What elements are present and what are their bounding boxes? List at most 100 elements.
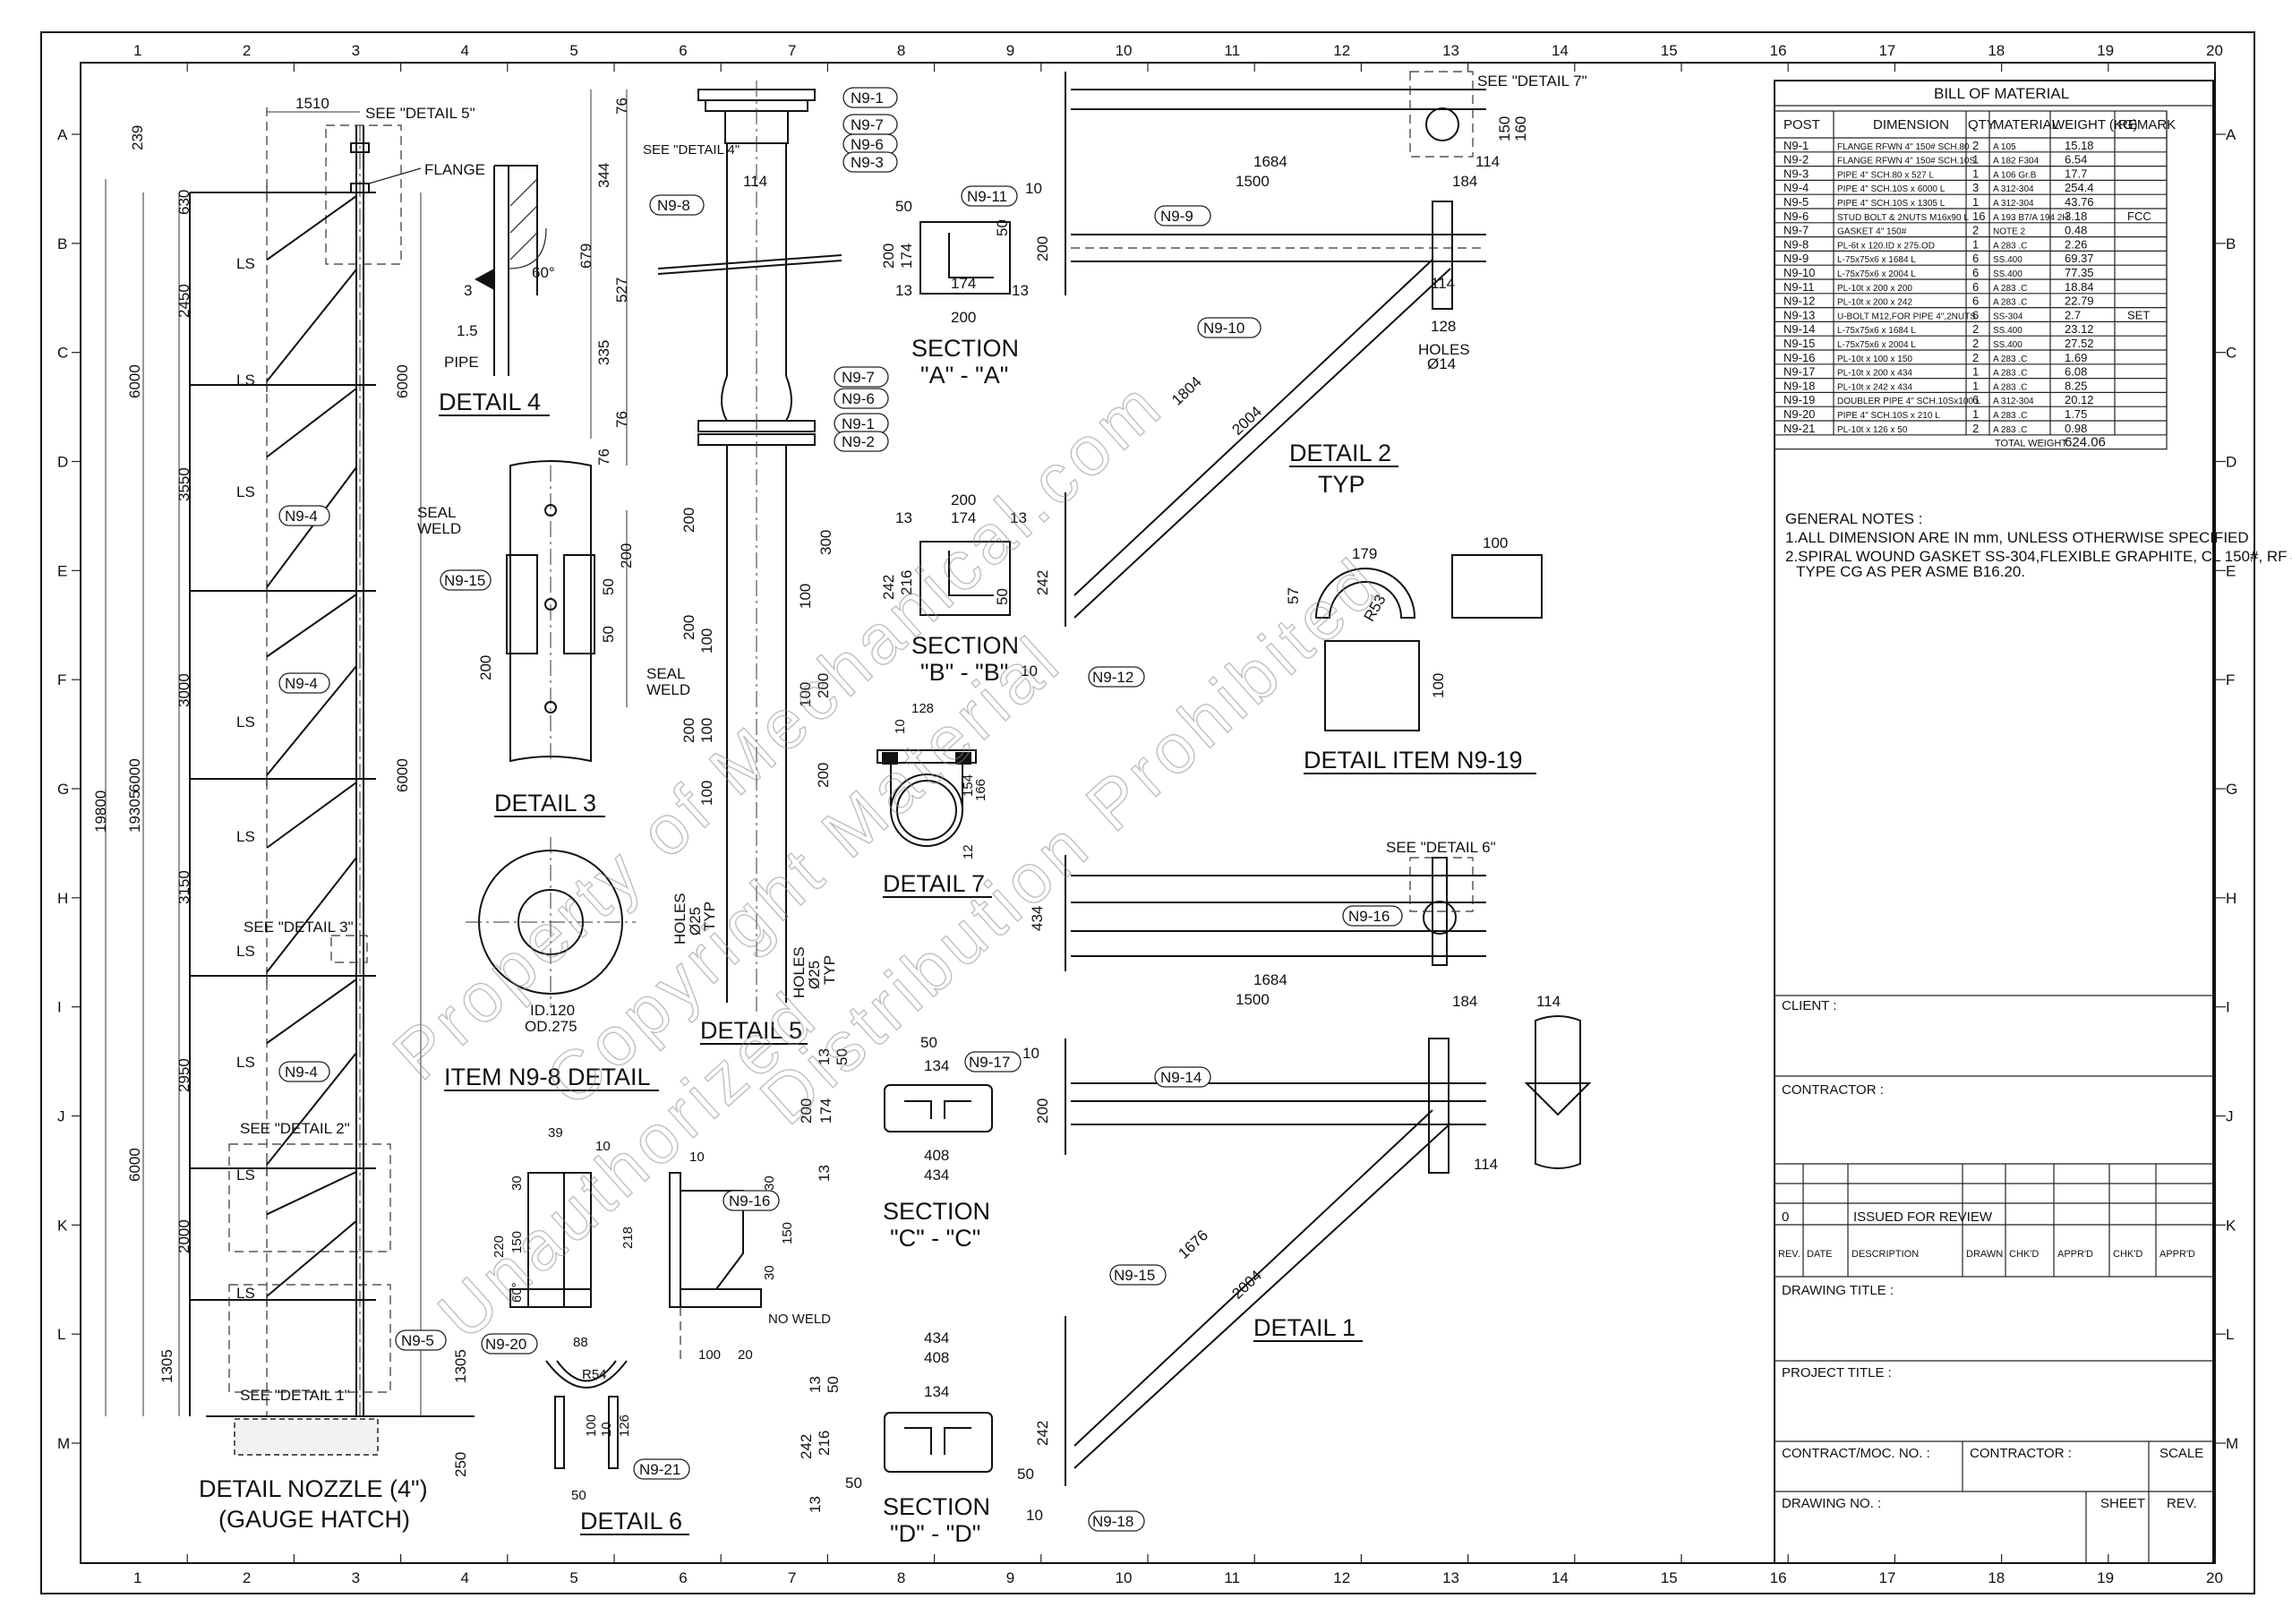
seal-weld-label-a2: WELD	[417, 520, 461, 537]
tag-n9-20: N9-20	[485, 1336, 526, 1353]
dim-200-aa: 200	[951, 309, 976, 326]
col-number-bottom: 2	[243, 1569, 251, 1586]
row-letter-right: C	[2226, 345, 2236, 362]
bom-cell: PL-6t x 120.ID x 275.OD	[1837, 241, 1935, 251]
dim-174-aa: 174	[951, 275, 976, 292]
title-section-bb: SECTION	[911, 632, 1019, 659]
dim-6000-a: 6000	[126, 364, 143, 398]
title-section-dd-2: "D" - "D"	[890, 1520, 980, 1547]
bom-cell: PIPE 4" SCH.10S x 6000 L	[1837, 184, 1946, 194]
angle-60: 60°	[532, 264, 555, 281]
scale-label: SCALE	[2159, 1446, 2203, 1461]
col-number-top: 20	[2206, 42, 2223, 59]
tag-n9-4-c: N9-4	[285, 1064, 318, 1081]
bom-cell: N9-18	[1783, 379, 1815, 392]
id-120-label: ID.120	[530, 1002, 575, 1019]
dim-114-side: 114	[1536, 993, 1561, 1010]
col-number-top: 5	[569, 42, 577, 59]
bom-cell: 3	[1972, 181, 1979, 194]
bom-cell: 1	[1972, 365, 1979, 379]
dim-2000: 2000	[175, 1219, 192, 1253]
col-number-top: 4	[461, 42, 469, 59]
tag-n9-15-d1: N9-15	[1114, 1267, 1155, 1284]
dim-6000-c: 6000	[126, 1148, 143, 1182]
bom-cell: N9-20	[1783, 407, 1815, 421]
dim-114-bot: 114	[1474, 1156, 1498, 1173]
title-detail-6: DETAIL 6	[580, 1508, 682, 1534]
general-notes: GENERAL NOTES : 1.ALL DIMENSION ARE IN m…	[1785, 510, 2292, 580]
col-number-top: 17	[1878, 42, 1895, 59]
bom-cell: 16	[1972, 209, 1985, 223]
bom-cell: 2	[1972, 224, 1979, 237]
dim-50-bb: 50	[994, 588, 1011, 605]
dim-200-bot-v: 200	[1034, 1098, 1051, 1124]
col-number-bottom: 16	[1770, 1569, 1787, 1586]
dim-30-d6b: 30	[762, 1175, 777, 1191]
tag-n9-1-top: N9-1	[851, 90, 884, 107]
bom-cell: SS.400	[1993, 255, 2023, 265]
dim-50-d6: 50	[571, 1488, 586, 1503]
bom-cell: N9-6	[1783, 209, 1809, 223]
bom-cell: N9-7	[1783, 224, 1809, 237]
see-detail-4-label: SEE "DETAIL 4"	[643, 142, 740, 158]
dim-2450: 2450	[175, 284, 192, 318]
bom-cell: 15.18	[2065, 139, 2094, 152]
tag-n9-10: N9-10	[1203, 320, 1244, 337]
bom-cell: PIPE 4" SCH.80 x 527 L	[1837, 170, 1934, 180]
row-letter-right: B	[2226, 235, 2236, 252]
note-2b: TYPE CG AS PER ASME B16.20.	[1796, 563, 2025, 580]
col-number-bottom: 14	[1552, 1569, 1569, 1586]
detail-4: 60° 3 1.5 PIPE DETAIL 4	[439, 165, 555, 416]
item-n9-8-detail: ID.120 OD.275 ITEM N9-8 DETAIL	[444, 837, 659, 1091]
row-letter-right: L	[2226, 1326, 2234, 1343]
foundation-block	[234, 1418, 379, 1456]
row-letter-right: I	[2226, 999, 2230, 1016]
col-number-bottom: 15	[1661, 1569, 1678, 1586]
bom-cell: 6	[1972, 295, 1979, 308]
bom-cell: L-75x75x6 x 1684 L	[1837, 326, 1916, 336]
section-a-a: N9-11 50 174 13 13 200 200 174 50 SECTIO…	[880, 185, 1029, 389]
row-letter-left: C	[57, 345, 68, 362]
bom-cell: GASKET 4" 150#	[1837, 227, 1907, 237]
bom-header: QTY	[1968, 117, 1996, 132]
bom-header: POST	[1783, 117, 1820, 132]
dim-6-d7: 6	[885, 758, 901, 765]
bom-cell: PL-10t x 200 x 200	[1837, 284, 1912, 294]
bom-cell: N9-8	[1783, 237, 1809, 251]
bom-cell: N9-1	[1783, 139, 1809, 152]
bom-cell: 6	[1972, 252, 1979, 265]
col-number-top: 6	[679, 42, 687, 59]
bom-title: BILL OF MATERIAL	[1934, 85, 2069, 102]
dim-20-d6: 20	[738, 1347, 753, 1363]
dim-166-d7: 166	[973, 779, 988, 801]
holes-label-b: HOLES	[791, 946, 808, 998]
bom-cell: A 283 .C	[1993, 425, 2027, 435]
notes-title: GENERAL NOTES :	[1785, 510, 1922, 527]
bom-cell: N9-12	[1783, 295, 1815, 308]
dim-242-bb: 242	[880, 575, 897, 600]
col-number-top: 3	[352, 42, 360, 59]
dim-527: 527	[613, 278, 630, 303]
dim-184-bot: 184	[1452, 993, 1477, 1010]
col-number-top: 9	[1006, 42, 1014, 59]
dim-200-d5b: 200	[680, 615, 697, 640]
dim-1-5: 1.5	[457, 322, 478, 339]
bom-cell: A 312-304	[1993, 199, 2034, 209]
bom-cell: 2	[1972, 422, 1979, 435]
dim-150-top: 150	[1496, 116, 1513, 141]
dim-100-n919-a: 100	[1483, 534, 1508, 551]
col-number-bottom: 18	[1988, 1569, 2005, 1586]
dim-13-bb-a: 13	[895, 509, 912, 526]
dim-10-d6b: 10	[689, 1150, 705, 1165]
dim-10-top: 10	[1025, 180, 1042, 197]
tag-n9-18: N9-18	[1092, 1513, 1133, 1530]
dim-114-d5: 114	[743, 173, 767, 190]
bom-total-value: 624.06	[2065, 435, 2106, 450]
bom-cell: A 182 F304	[1993, 157, 2040, 167]
dim-10-bb: 10	[1021, 662, 1038, 680]
col-number-top: 12	[1333, 42, 1350, 59]
bom-cell: L-75x75x6 x 1684 L	[1837, 255, 1916, 265]
bom-cell: SET	[2127, 308, 2150, 321]
